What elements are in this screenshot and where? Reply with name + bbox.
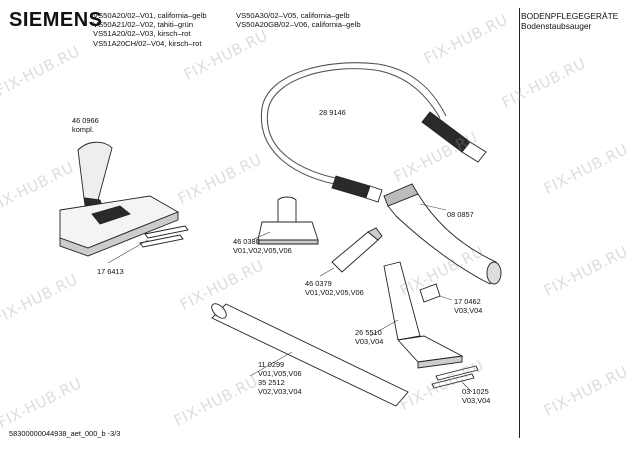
part-variants: V01,V02,V05,V06 bbox=[233, 246, 292, 255]
model-list-1: VS50A20/02–V01, california–gelb VS50A21/… bbox=[93, 11, 207, 48]
right-border-line bbox=[519, 8, 520, 438]
part-number: 08 0857 bbox=[447, 210, 474, 219]
model-line: VS50A20GB/02–V06, california–gelb bbox=[236, 20, 361, 30]
part-number: 28 9146 bbox=[319, 108, 346, 117]
part-label-460380: 46 0380 V01,V02,V05,V06 bbox=[233, 237, 292, 255]
parquet-nozzle-drawing bbox=[369, 261, 464, 369]
strip-03-1025-drawing bbox=[431, 365, 479, 393]
part-number: 35 2512 bbox=[258, 378, 285, 387]
floor-nozzle-drawing bbox=[59, 141, 180, 257]
part-label-110299-352512: 11 0299 V01,V05,V06 35 2512 V02,V03,V04 bbox=[258, 360, 302, 396]
part-label-265510: 26 5510 V03,V04 bbox=[355, 328, 383, 346]
brand-logo: SIEMENS bbox=[9, 9, 103, 31]
part-variants: V01,V05,V06 bbox=[258, 369, 302, 378]
part-label-460966: 46 0966 kompl. bbox=[72, 116, 99, 134]
part-variants: V01,V02,V05,V06 bbox=[305, 288, 364, 297]
part-label-080857: 08 0857 bbox=[447, 210, 474, 219]
part-number: 11 0299 bbox=[258, 360, 285, 369]
part-label-460379: 46 0379 V01,V02,V05,V06 bbox=[305, 279, 364, 297]
model-line: VS51A20CH/02–V04, kirsch–rot bbox=[93, 38, 202, 48]
upholstery-tool-drawing bbox=[251, 196, 319, 245]
part-number: 17 6413 bbox=[97, 267, 124, 276]
part-label-176413: 17 6413 bbox=[97, 267, 124, 276]
model-line: VS50A20/02–V01, california–gelb bbox=[93, 11, 207, 20]
model-list-2: VS50A30/02–V05, california–gelb VS50A20G… bbox=[236, 11, 361, 29]
part-note: kompl. bbox=[72, 125, 94, 134]
part-label-031025: 03 1025 V03,V04 bbox=[462, 387, 490, 405]
part-number: 46 0379 bbox=[305, 279, 332, 288]
tube-08-0857-drawing bbox=[383, 183, 502, 285]
model-line: VS51A20/02–V03, kirsch–rot bbox=[93, 29, 191, 39]
part-number: 46 0380 bbox=[233, 237, 260, 246]
part-number: 46 0966 bbox=[72, 116, 99, 125]
part-label-170462: 17 0462 V03,V04 bbox=[454, 297, 482, 315]
hose-drawing bbox=[260, 62, 487, 203]
part-number: 26 5510 bbox=[355, 328, 382, 337]
document-footer: 58300000044938_aet_000_b -3/3 bbox=[9, 429, 121, 438]
crevice-nozzle-drawing bbox=[319, 227, 383, 277]
part-number: 17 0462 bbox=[454, 297, 481, 306]
strip-17-6413-drawing bbox=[107, 225, 189, 264]
category-block: BODENPFLEGEGERÄTE Bodenstaubsauger bbox=[521, 11, 618, 31]
part-label-289146: 28 9146 bbox=[319, 108, 346, 117]
part-variants: V03,V04 bbox=[462, 396, 491, 405]
clip-17-0462-drawing bbox=[419, 283, 453, 303]
category-title: BODENPFLEGEGERÄTE bbox=[521, 11, 619, 21]
part-variants: V03,V04 bbox=[454, 306, 483, 315]
model-line: VS50A30/02–V05, california–gelb bbox=[236, 11, 350, 20]
part-variants: V02,V03,V04 bbox=[258, 387, 302, 396]
part-number: 03 1025 bbox=[462, 387, 489, 396]
part-variants: V03,V04 bbox=[355, 337, 384, 346]
model-line: VS50A21/02–V02, tahiti–grün bbox=[93, 20, 194, 30]
category-subtitle: Bodenstaubsauger bbox=[521, 21, 592, 31]
straight-tube-drawing bbox=[211, 303, 409, 407]
